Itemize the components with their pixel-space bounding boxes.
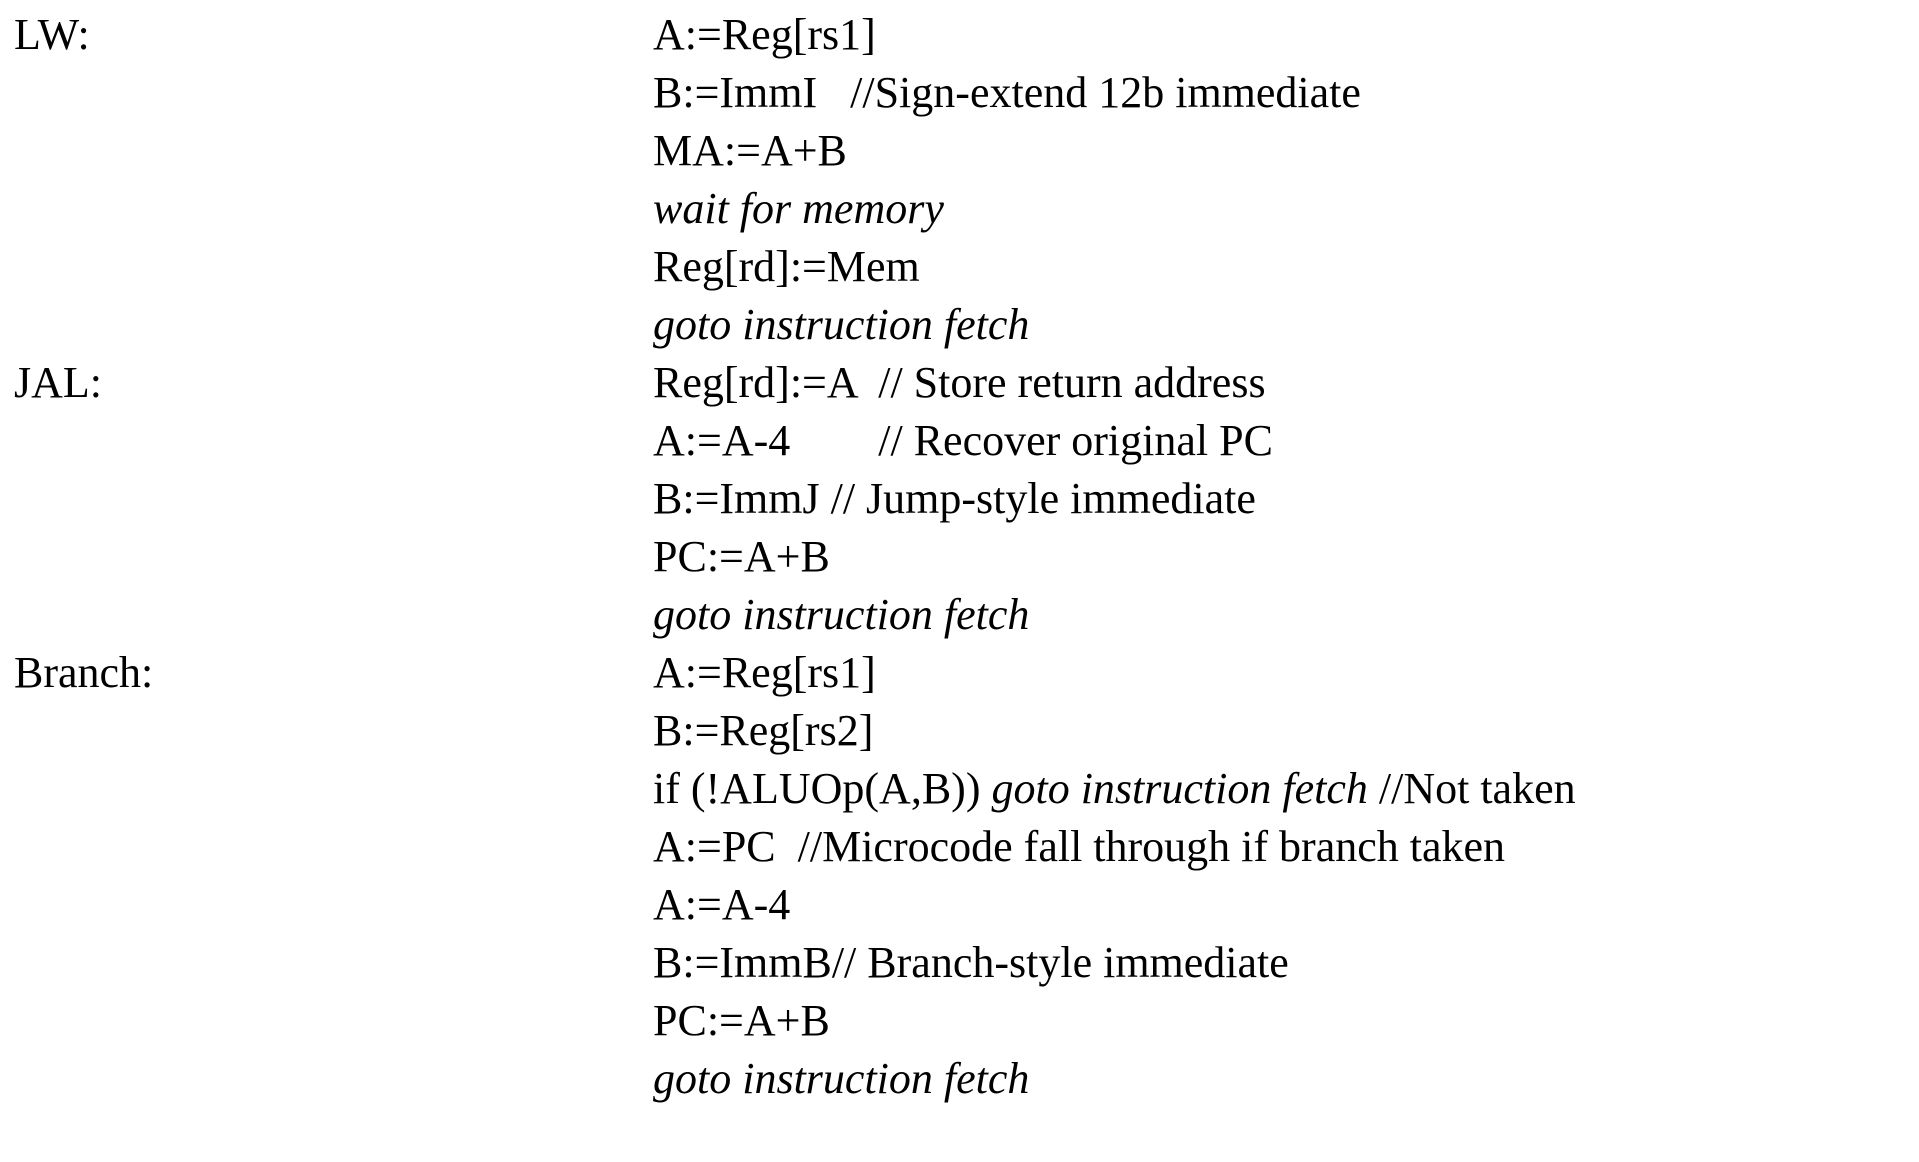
microcode-comment-italic: wait for memory	[653, 184, 944, 233]
microcode-row: Reg[rd]:=Mem	[0, 238, 1919, 296]
microcode-row: B:=ImmI //Sign-extend 12b immediate	[0, 64, 1919, 122]
microcode-text: A:=PC //Microcode fall through if branch…	[653, 822, 1506, 871]
microcode-row: goto instruction fetch	[0, 586, 1919, 644]
microcode-text: PC:=A+B	[653, 996, 830, 1045]
microcode-line: B:=ImmI //Sign-extend 12b immediate	[653, 64, 1361, 122]
microcode-text: Reg[rd]:=A // Store return address	[653, 358, 1266, 407]
microcode-text: A:=Reg[rs1]	[653, 648, 876, 697]
microcode-row: A:=A-4	[0, 876, 1919, 934]
microcode-line: wait for memory	[653, 180, 944, 238]
microcode-row: PC:=A+B	[0, 992, 1919, 1050]
microcode-row: B:=Reg[rs2]	[0, 702, 1919, 760]
microcode-line: if (!ALUOp(A,B)) goto instruction fetch …	[653, 760, 1576, 818]
microcode-comment-italic: goto instruction fetch	[653, 300, 1030, 349]
microcode-line: goto instruction fetch	[653, 1050, 1029, 1108]
microcode-row: if (!ALUOp(A,B)) goto instruction fetch …	[0, 760, 1919, 818]
microcode-line: A:=A-4	[653, 876, 790, 934]
microcode-row: goto instruction fetch	[0, 296, 1919, 354]
microcode-row: goto instruction fetch	[0, 1050, 1919, 1108]
microcode-row: A:=PC //Microcode fall through if branch…	[0, 818, 1919, 876]
microcode-text: B:=ImmI //Sign-extend 12b immediate	[653, 68, 1361, 117]
microcode-line: Reg[rd]:=A // Store return address	[653, 354, 1266, 412]
microcode-text: A:=A-4 // Recover original PC	[653, 416, 1273, 465]
microcode-line: B:=Reg[rs2]	[653, 702, 873, 760]
microcode-line: goto instruction fetch	[653, 296, 1029, 354]
microcode-text: A:=Reg[rs1]	[653, 10, 876, 59]
microcode-row: PC:=A+B	[0, 528, 1919, 586]
microcode-text: B:=ImmJ // Jump-style immediate	[653, 474, 1256, 523]
microcode-line: A:=Reg[rs1]	[653, 644, 876, 702]
microcode-row: LW: A:=Reg[rs1]	[0, 6, 1919, 64]
microcode-text: B:=Reg[rs2]	[653, 706, 874, 755]
microcode-line: goto instruction fetch	[653, 586, 1029, 644]
microcode-line: Reg[rd]:=Mem	[653, 238, 920, 296]
microcode-text: if (!ALUOp(A,B))	[653, 764, 992, 813]
microcode-comment-italic: goto instruction fetch	[991, 764, 1368, 813]
microcode-line: B:=ImmJ // Jump-style immediate	[653, 470, 1256, 528]
microcode-text: B:=ImmB// Branch-style immediate	[653, 938, 1289, 987]
microcode-line: MA:=A+B	[653, 122, 847, 180]
microcode-row: wait for memory	[0, 180, 1919, 238]
instruction-label: LW:	[14, 10, 90, 59]
microcode-line: B:=ImmB// Branch-style immediate	[653, 934, 1289, 992]
microcode-comment-italic: goto instruction fetch	[653, 590, 1030, 639]
microcode-row: MA:=A+B	[0, 122, 1919, 180]
microcode-text: MA:=A+B	[653, 126, 847, 175]
instruction-label: JAL:	[14, 358, 102, 407]
microcode-row: B:=ImmJ // Jump-style immediate	[0, 470, 1919, 528]
microcode-row: B:=ImmB// Branch-style immediate	[0, 934, 1919, 992]
microcode-line: PC:=A+B	[653, 528, 830, 586]
microcode-text: A:=A-4	[653, 880, 791, 929]
microcode-comment-italic: goto instruction fetch	[653, 1054, 1030, 1103]
microcode-text: Reg[rd]:=Mem	[653, 242, 920, 291]
microcode-row: JAL: Reg[rd]:=A // Store return address	[0, 354, 1919, 412]
microcode-line: PC:=A+B	[653, 992, 830, 1050]
microcode-text: PC:=A+B	[653, 532, 830, 581]
microcode-line: A:=Reg[rs1]	[653, 6, 876, 64]
microcode-row: A:=A-4 // Recover original PC	[0, 412, 1919, 470]
microcode-row: Branch: A:=Reg[rs1]	[0, 644, 1919, 702]
microcode-text: //Not taken	[1367, 764, 1576, 813]
microcode-line: A:=A-4 // Recover original PC	[653, 412, 1273, 470]
microcode-line: A:=PC //Microcode fall through if branch…	[653, 818, 1505, 876]
instruction-label: Branch:	[14, 648, 154, 697]
